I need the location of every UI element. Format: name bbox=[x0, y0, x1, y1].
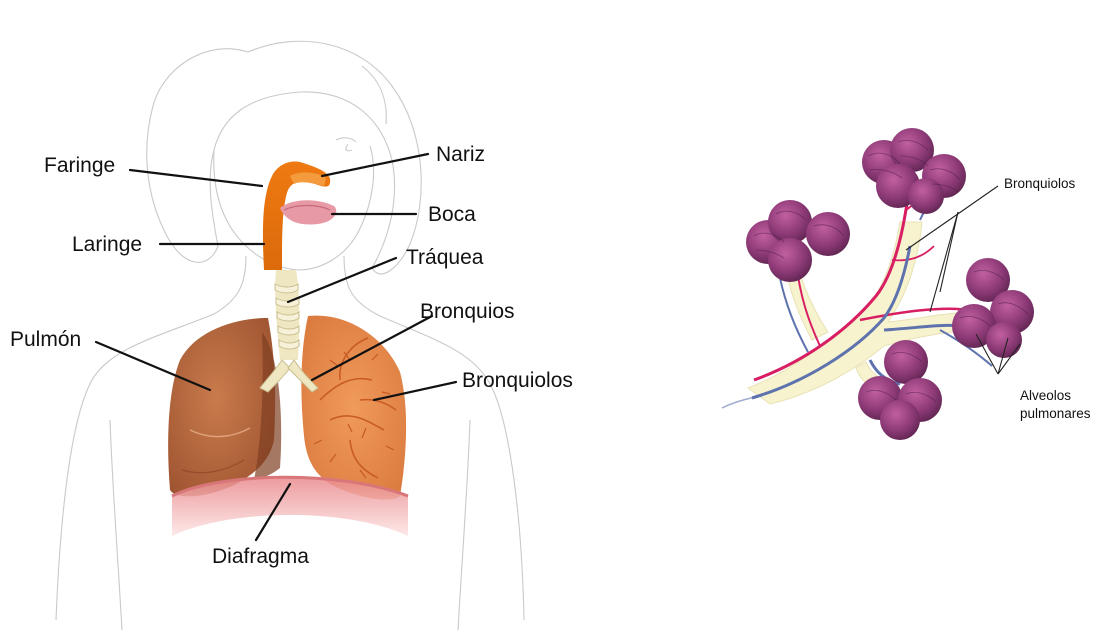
upper-airway bbox=[263, 162, 336, 270]
label-pulmon: Pulmón bbox=[10, 328, 81, 351]
alveoli-illustration bbox=[722, 128, 1034, 440]
mouth-cavity bbox=[280, 200, 336, 224]
label-nariz: Nariz bbox=[436, 143, 485, 166]
right-lung bbox=[301, 316, 406, 500]
label-bronquiolos-alveoli: Bronquiolos bbox=[1004, 176, 1076, 191]
label-faringe: Faringe bbox=[44, 154, 115, 177]
label-boca: Boca bbox=[428, 203, 476, 226]
label-laringe: Laringe bbox=[72, 233, 142, 256]
label-alveolos-line1: Alveolos bbox=[1020, 388, 1071, 403]
label-bronquios: Bronquios bbox=[420, 300, 515, 323]
alveolus-cluster-left bbox=[746, 200, 850, 282]
label-alveolos-line2: pulmonares bbox=[1020, 406, 1091, 421]
label-diafragma: Diafragma bbox=[212, 545, 309, 568]
alveolus-cluster-top bbox=[862, 128, 966, 214]
label-traquea: Tráquea bbox=[406, 246, 484, 269]
label-bronquiolos: Bronquiolos bbox=[462, 369, 573, 392]
